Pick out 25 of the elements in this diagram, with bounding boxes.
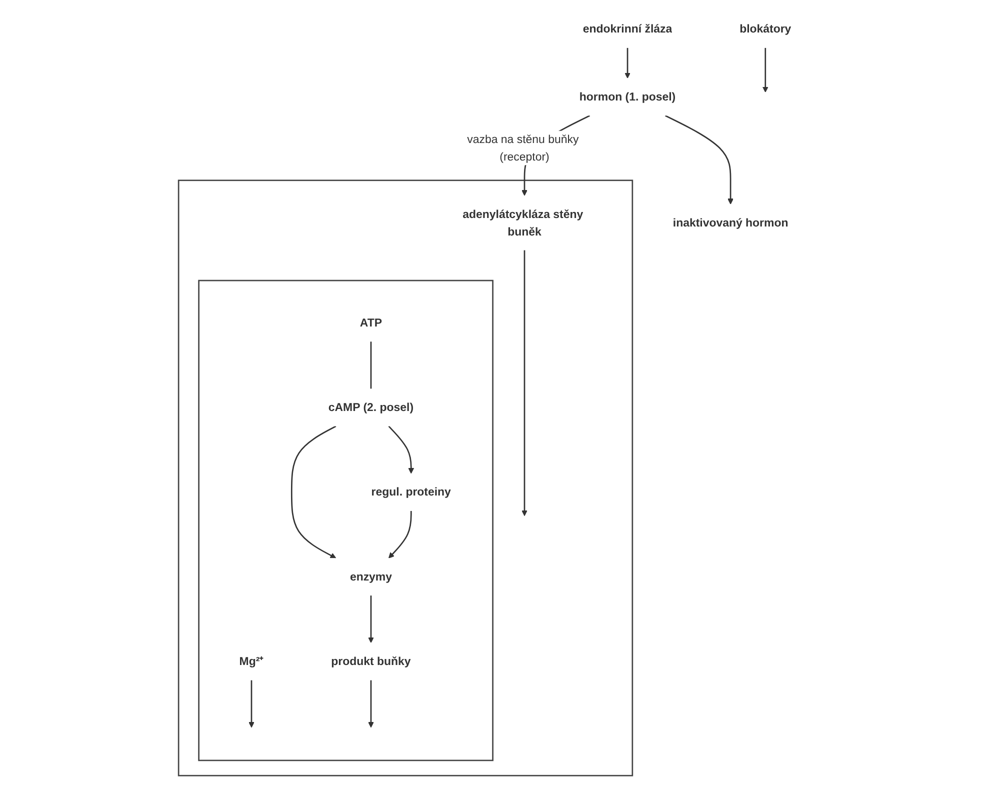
node-text: regul. proteiny	[371, 486, 451, 498]
arrow	[624, 48, 630, 78]
node-text: cAMP (2. posel)	[328, 400, 414, 414]
connector	[370, 342, 372, 389]
arrow	[368, 596, 374, 643]
node-text: enzymy	[350, 570, 392, 584]
arrow	[522, 250, 528, 516]
node-text: endokrinní žláza	[582, 22, 672, 36]
arrow	[388, 510, 412, 558]
arrow	[762, 48, 768, 92]
arrow	[368, 680, 374, 728]
node-text: adenylátcykláza stěny buněk	[462, 208, 584, 238]
edge-label: vazba na stěnu buňky (receptor)	[467, 132, 579, 163]
node-text: inaktivovaný hormon	[672, 216, 788, 230]
arrow	[388, 426, 414, 474]
node-text: produkt buňky	[331, 654, 411, 668]
cluster	[178, 180, 634, 776]
node-text: ATP	[360, 316, 382, 330]
node-text: Mg²⁺	[239, 654, 264, 668]
cluster	[198, 280, 494, 762]
node-text: blokátory	[740, 22, 792, 36]
arrow	[248, 680, 254, 728]
node-text: hormon (1. posel)	[579, 90, 676, 104]
arrow	[290, 426, 336, 558]
arrow	[664, 115, 734, 204]
